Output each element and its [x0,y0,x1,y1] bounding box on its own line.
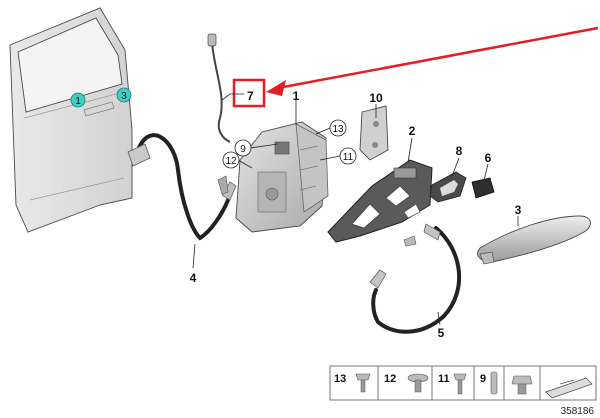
highlight-annotation [232,26,599,108]
callout-4: 4 [190,271,197,285]
highlight-arrow-shaft [277,26,599,90]
callout-8: 8 [456,144,463,158]
outer-door-handle-3 [477,215,591,265]
svg-text:12: 12 [384,373,396,385]
callout-11: 11 [339,147,357,165]
door-marker-1: 1 [70,92,86,108]
callout-2: 2 [409,124,416,138]
fastener-cell-12: 12 [384,373,429,393]
cover-plate-10 [359,105,389,161]
cover-cap-6 [471,177,495,199]
clip-small [403,235,417,247]
svg-text:11: 11 [438,373,450,385]
callout-7: 7 [247,89,254,103]
leader-lines [192,93,519,326]
svg-text:1: 1 [75,96,81,107]
fastener-cell-11: 11 [438,373,467,395]
callout-1: 1 [293,89,300,103]
svg-text:9: 9 [480,373,486,385]
fastener-table: 13 12 11 9 [329,365,597,401]
gasket-8 [429,171,467,203]
door-lock-1 [235,121,329,233]
svg-text:13: 13 [334,373,346,385]
handle-carrier-2 [327,159,433,243]
callout-6: 6 [485,151,492,165]
door-marker-3: 3 [116,87,132,103]
bowden-cable-4 [127,133,237,241]
fastener-cell-tool [545,377,593,399]
svg-text:11: 11 [343,152,354,163]
svg-text:12: 12 [225,156,237,167]
operating-rod-7 [207,33,231,143]
rear-door-shell [9,7,133,233]
callout-5: 5 [438,326,445,340]
callout-10: 10 [369,91,383,105]
highlight-box [232,78,266,108]
svg-text:3: 3 [121,91,127,102]
highlight-arrowhead [266,80,286,96]
fastener-cell-clip [511,375,533,395]
screw-11-loose [217,175,229,195]
fastener-cell-13: 13 [334,373,371,393]
callout-3: 3 [515,203,522,217]
bowden-cable-5 [369,223,462,334]
svg-text:13: 13 [332,124,344,135]
callout-12: 12 [222,151,240,169]
callout-9: 9 [234,139,252,157]
drawing-number: 358186 [561,406,595,417]
fastener-cell-9: 9 [480,371,498,395]
callout-13: 13 [329,119,347,137]
svg-text:9: 9 [240,144,246,155]
